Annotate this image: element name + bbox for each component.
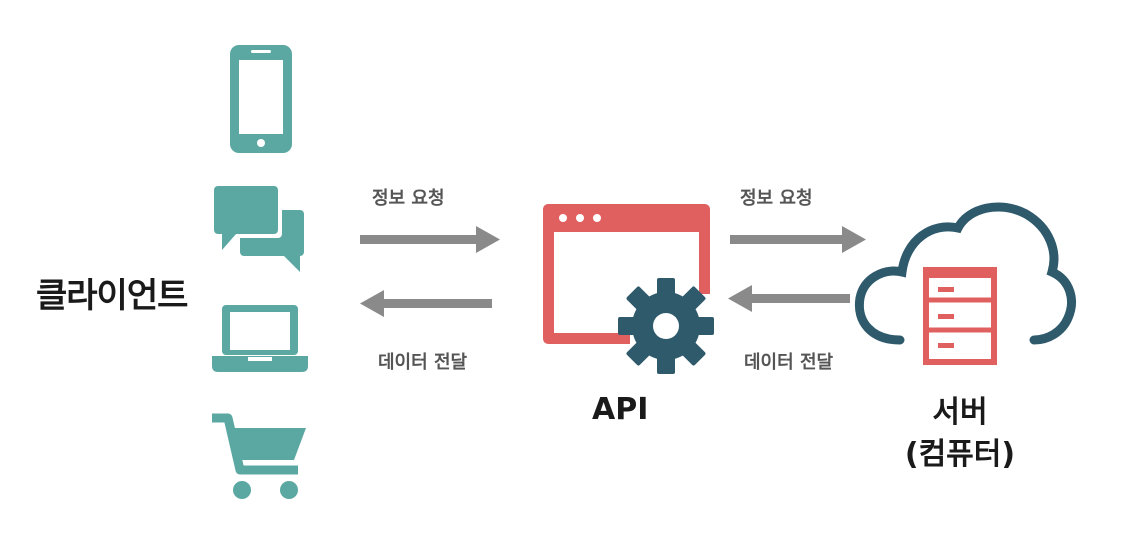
server-label: 서버 (컴퓨터) [890, 392, 1030, 476]
arrow-request-left [360, 226, 500, 253]
server-label-line1: 서버 [932, 395, 988, 430]
arrow-response-right [728, 285, 850, 312]
laptop-icon [212, 305, 308, 372]
browser-window-icon [543, 204, 710, 344]
server-label-line2: (컴퓨터) [904, 437, 1016, 472]
arrow-request-right [730, 226, 866, 253]
left-response-label: 데이터 전달 [378, 352, 468, 373]
client-label: 클라이언트 [36, 276, 188, 316]
server-rack-icon [922, 266, 998, 366]
shopping-cart-icon [212, 413, 306, 499]
gear-icon [618, 278, 714, 374]
chat-bubbles-icon [214, 186, 304, 272]
right-request-label: 정보 요청 [740, 188, 813, 209]
right-response-label: 데이터 전달 [744, 352, 834, 373]
arrow-response-left [360, 290, 492, 317]
cloud-icon [854, 202, 1076, 345]
left-request-label: 정보 요청 [372, 188, 445, 209]
api-label: API [592, 392, 649, 427]
smartphone-icon [230, 45, 292, 153]
